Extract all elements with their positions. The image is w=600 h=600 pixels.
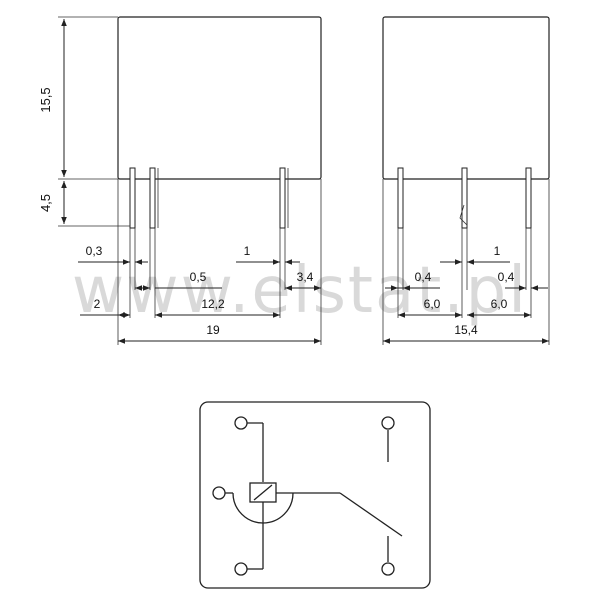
dim-label-pin-gap: 0,5: [190, 270, 207, 284]
dim-label-end-pin-width-right: 0,4: [498, 270, 515, 284]
pin-side-3: [279, 167, 286, 229]
dim-label-end-pin-width-left: 0,4: [415, 270, 432, 284]
dim-label-pin-spacing: 12,2: [201, 297, 225, 311]
dim-label-end-half-right: 6,0: [491, 297, 508, 311]
schematic-outline: [199, 401, 431, 589]
terminal-contact-top: [381, 416, 395, 430]
relay-schematic: [199, 401, 431, 589]
relay-body-side: [117, 16, 322, 180]
pin-end-3: [525, 167, 532, 229]
switch-contact-blade: [339, 492, 403, 537]
dim-label-total-length: 19: [206, 323, 220, 337]
pin-side-1: [129, 167, 136, 229]
pin-end-1: [397, 167, 404, 229]
terminal-coil-center: [212, 486, 226, 500]
dim-label-pitch-small: 1: [244, 244, 251, 258]
dim-label-end-half-left: 6,0: [424, 297, 441, 311]
terminal-coil-top: [234, 416, 248, 430]
dim-label-height-body: 15,5: [38, 87, 53, 112]
relay-body-end: [382, 16, 550, 180]
dim-label-end-total-width: 15,4: [454, 323, 478, 337]
watermark-text: www.elstat.pl: [72, 254, 528, 328]
dim-label-height-pin: 4,5: [38, 194, 53, 212]
dim-label-pin-width: 0,3: [86, 244, 103, 258]
end-view: 1 0,4 0,4 6,0 6,0 15,4: [382, 16, 550, 345]
dim-label-edge-offset: 3,4: [297, 270, 314, 284]
pin-end-2: [461, 167, 468, 229]
dim-label-left-offset: 2: [94, 297, 101, 311]
terminal-coil-bottom: [234, 562, 248, 576]
pin-side-2: [149, 167, 156, 229]
dim-label-end-pitch: 1: [494, 244, 501, 258]
terminal-contact-bottom: [381, 562, 395, 576]
side-view: 15,5 4,5 0,3 1 0,5 3,4 2 12,2: [38, 16, 322, 345]
